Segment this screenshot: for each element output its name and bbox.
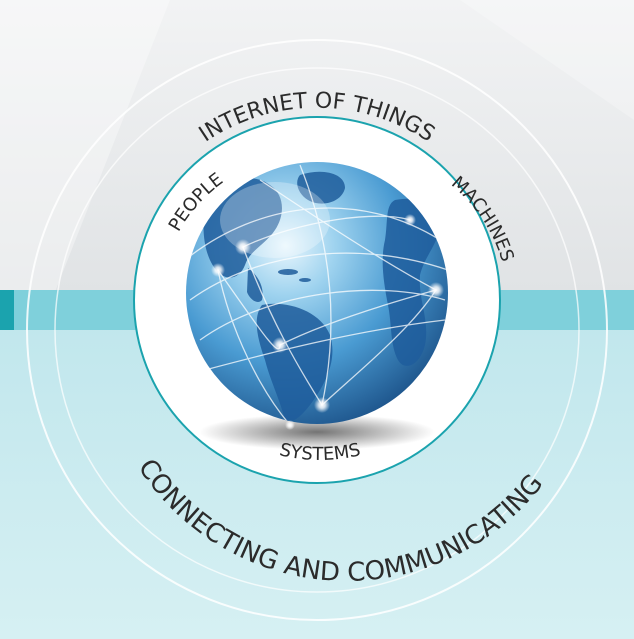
background-sheen — [0, 0, 170, 330]
background-sheen-right — [460, 0, 634, 120]
network-node-icon — [404, 214, 416, 226]
network-node-icon — [285, 420, 295, 430]
network-node-icon — [211, 263, 225, 277]
network-node-icon — [235, 239, 251, 255]
outer-ring-inner — [54, 67, 580, 593]
globe-icon — [186, 162, 448, 430]
outer-ring — [26, 39, 608, 621]
band-left-accent — [0, 290, 14, 330]
network-node-icon — [428, 282, 444, 298]
network-node-icon — [314, 397, 330, 413]
network-nodes — [211, 214, 444, 430]
network-node-icon — [272, 337, 288, 353]
globe-shadow — [199, 414, 435, 450]
